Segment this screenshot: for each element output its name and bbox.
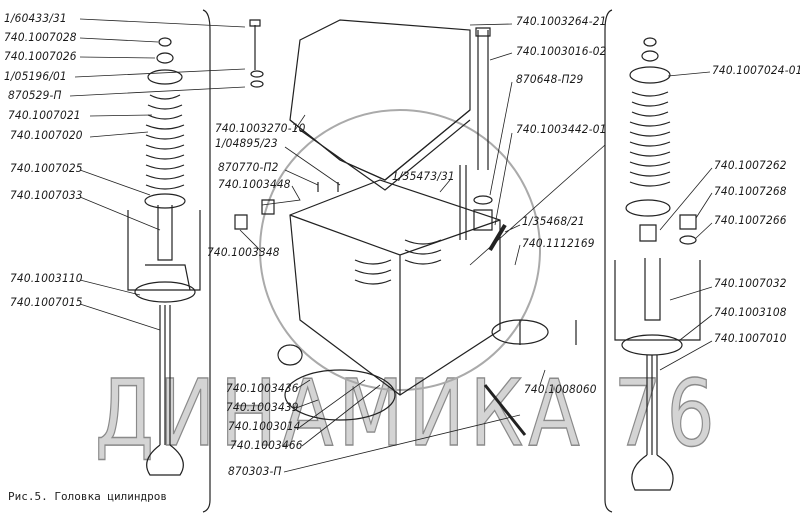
pushrod-and-studs — [234, 27, 507, 252]
part-label: 740.1003466 — [230, 438, 303, 452]
part-label: 740.1007010 — [714, 331, 787, 345]
part-label: 740.1003264-21 — [516, 14, 607, 28]
part-label: 740.1003016-02 — [516, 44, 607, 58]
right-divider — [604, 9, 613, 513]
part-label: 1/05196/01 — [4, 69, 67, 83]
leader-lines — [69, 18, 713, 473]
figure-caption: Рис.5. Головка цилиндров — [8, 490, 167, 503]
part-label: 740.1003442-01 — [516, 122, 607, 136]
part-label: 740.1003348 — [207, 245, 280, 259]
part-label: 740.1007268 — [714, 184, 787, 198]
part-label: 740.1003436 — [226, 381, 299, 395]
part-label: 740.1003448 — [218, 177, 291, 191]
part-label: 870303-П — [228, 464, 282, 478]
part-label: 740.1007015 — [10, 295, 83, 309]
part-label: 740.1007266 — [714, 213, 787, 227]
part-label: 740.1003270-10 — [215, 121, 306, 135]
part-label: 870770-П2 — [218, 160, 279, 174]
left-divider — [202, 9, 211, 513]
part-label: 870529-П — [8, 88, 62, 102]
part-label: 740.1008060 — [524, 382, 597, 396]
watermark: ДИНАМИКА 76 — [94, 359, 720, 467]
part-label: 740.1007026 — [4, 49, 77, 63]
part-label: 740.1003110 — [10, 271, 83, 285]
part-label: 740.1007024-01 — [712, 63, 800, 77]
part-label: 740.1007262 — [714, 158, 787, 172]
part-label: 740.1007028 — [4, 30, 77, 44]
part-label: 740.1007033 — [10, 188, 83, 202]
right-valve-assembly — [614, 37, 701, 491]
part-label: 1/35468/21 — [522, 214, 585, 228]
valve-cover — [289, 19, 471, 191]
part-label: 740.1007021 — [8, 108, 81, 122]
part-label: 1/35473/31 — [392, 169, 455, 183]
part-label: 740.1003439 — [226, 400, 299, 414]
part-label: 1/04895/23 — [215, 136, 278, 150]
part-label: 740.1007020 — [10, 128, 83, 142]
part-label: 740.1003108 — [714, 305, 787, 319]
part-label: 740.1007032 — [714, 276, 787, 290]
part-label: 740.1112169 — [522, 236, 595, 250]
part-label: 740.1003014 — [228, 419, 301, 433]
part-label: 870648-П29 — [516, 72, 584, 86]
part-label: 740.1007025 — [10, 161, 83, 175]
part-label: 1/60433/31 — [4, 11, 67, 25]
left-valve-assembly — [127, 19, 264, 476]
cylinder-head — [277, 179, 577, 436]
